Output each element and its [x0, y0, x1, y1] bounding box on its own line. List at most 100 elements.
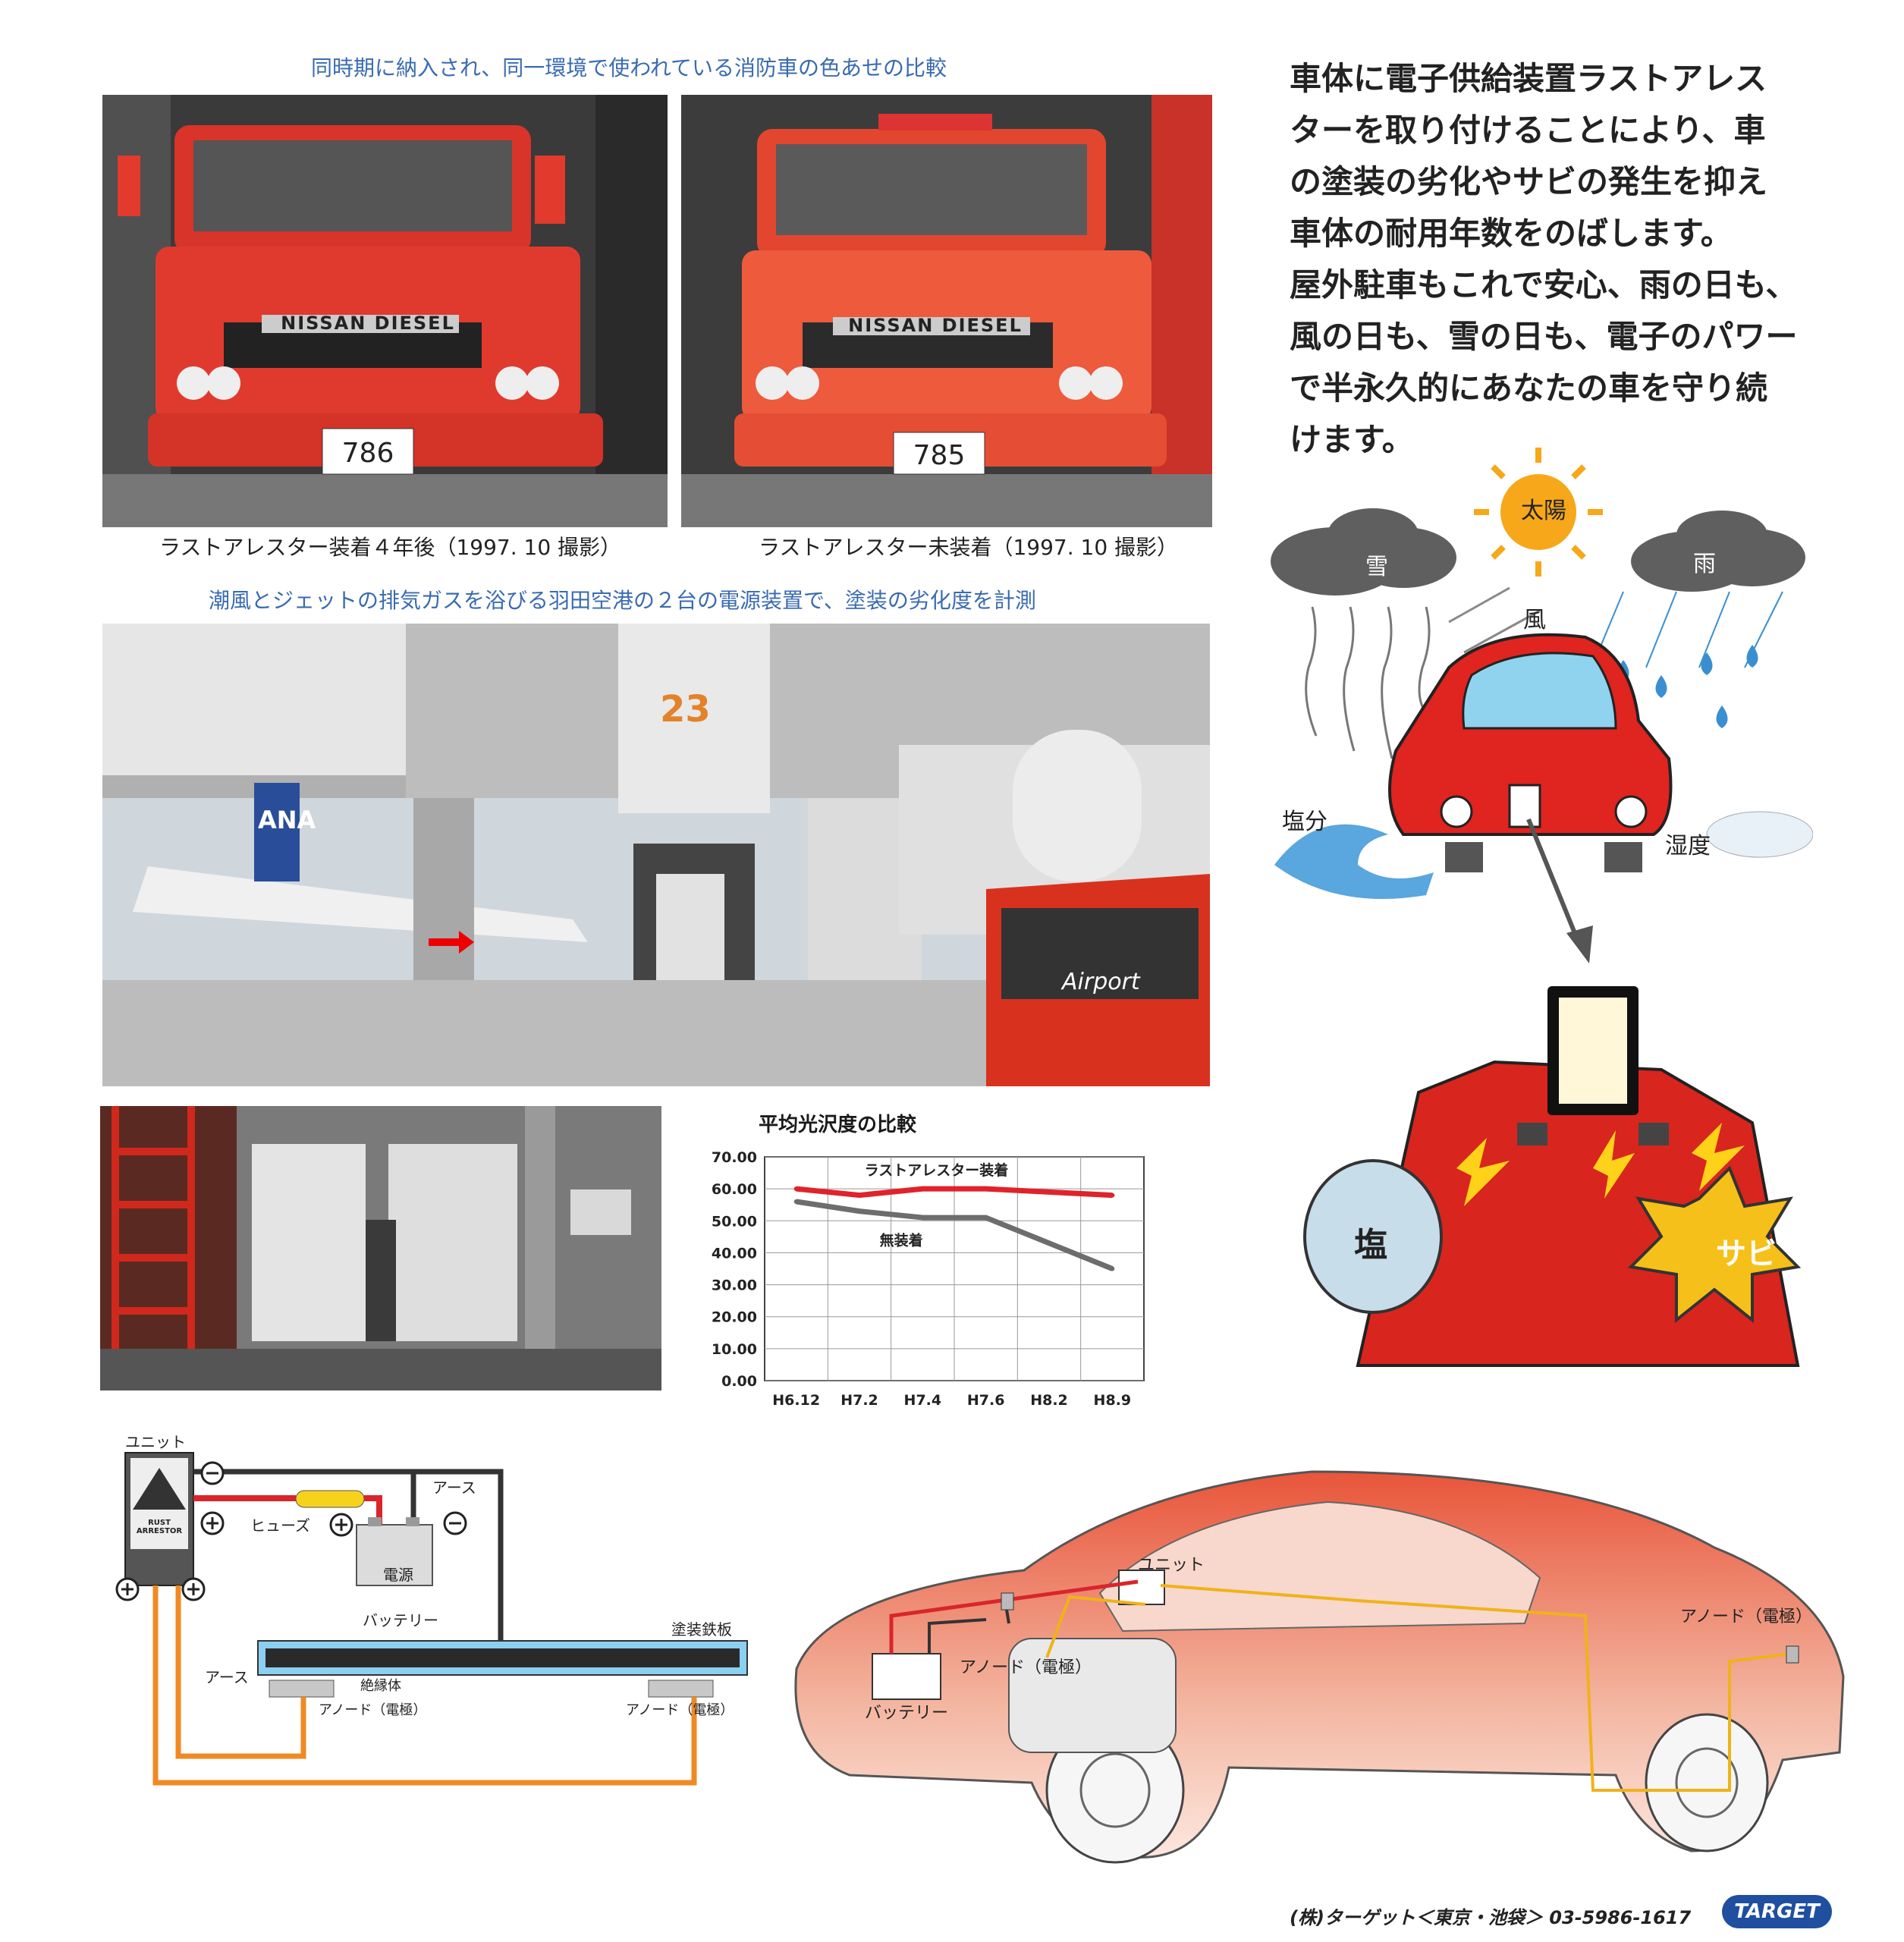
- power-units-photo: [100, 1106, 661, 1391]
- headline-line: で半永久的にあなたの車を守り続: [1290, 369, 1768, 407]
- salt-character-icon: [1303, 1159, 1443, 1314]
- snow-cloud-icon: [1271, 508, 1456, 595]
- car-anode-rear-icon: [1786, 1645, 1799, 1664]
- airport-photo: 23 Airport ANA: [102, 624, 1210, 1086]
- headline-line: の塗装の劣化やサビの発生を抑え: [1290, 163, 1768, 200]
- chart-point: [983, 1215, 988, 1221]
- chart-y-tick-label: 20.00: [712, 1309, 757, 1326]
- chart-series-label: 無装着: [880, 1232, 923, 1249]
- salt-label: 塩分: [1282, 809, 1327, 835]
- chart-y-tick-label: 40.00: [712, 1245, 757, 1262]
- plane-text: ANA: [258, 806, 316, 834]
- chart-point: [857, 1193, 862, 1198]
- fuse-label: ヒューズ: [250, 1516, 310, 1535]
- chart-title: 平均光沢度の比較: [759, 1114, 917, 1136]
- chart-point: [793, 1199, 799, 1204]
- battery-label: バッテリー: [363, 1611, 438, 1629]
- chart-y-tick-label: 0.00: [721, 1373, 757, 1390]
- gloss-chart: 0.00 10.00 20.00 30.00 40.00 50.00 60.00 70.00H…: [712, 1149, 1145, 1409]
- truck-left-plate: 786: [341, 438, 394, 469]
- anode-right-label: アノード（電極）: [626, 1702, 734, 1718]
- insulator-label: 絶縁体: [360, 1678, 401, 1694]
- truck-right-brand: NISSAN DIESEL: [848, 315, 1023, 336]
- chart-series-line: [796, 1186, 1113, 1199]
- fuse-icon: [295, 1490, 365, 1508]
- rust-character-text: サビ: [1716, 1237, 1777, 1271]
- red-car-icon: [1388, 633, 1673, 872]
- anode-left-label: アノード（電極）: [319, 1702, 427, 1718]
- chart-point: [920, 1186, 925, 1192]
- headline-line: 風の日も、雪の日も、電子のパワー: [1290, 318, 1798, 355]
- chart-point: [1047, 1189, 1051, 1195]
- headline-line: けます。: [1290, 421, 1414, 458]
- chart-x-tick-label: H7.2: [840, 1392, 878, 1409]
- rain-label: 雨: [1693, 551, 1716, 577]
- top-caption: 同時期に納入され、同一環境で使われている消防車の色あせの比較: [311, 55, 947, 80]
- chart-y-tick-label: 50.00: [712, 1213, 757, 1230]
- anode-left-icon: [269, 1680, 335, 1698]
- arrow-down-icon: [1526, 818, 1593, 963]
- fire-truck-photo-right: NISSAN DIESEL 785: [681, 95, 1212, 527]
- headline-line: 車体の耐用年数をのばします。: [1290, 215, 1733, 252]
- sun-label: 太陽: [1521, 498, 1566, 524]
- polarity-icons: [115, 1461, 467, 1601]
- rain-cloud-icon: [1631, 511, 1805, 592]
- snow-lines: [1305, 606, 1431, 759]
- chart-y-tick-label: 60.00: [712, 1181, 757, 1198]
- unit-logo-icon: [133, 1468, 186, 1510]
- truck-left-caption: ラストアレスター装着４年後（1997. 10 撮影）: [159, 535, 622, 560]
- earth-top-label: アース: [432, 1478, 476, 1497]
- chart-point: [1047, 1240, 1051, 1246]
- footer-company: (株)ターゲット＜東京・池袋＞ 03-5986-1617: [1290, 1907, 1692, 1928]
- chart-x-tick-label: H7.4: [904, 1392, 942, 1409]
- rust-character-icon: [1627, 1165, 1802, 1324]
- salt-wave-icon: [1274, 824, 1434, 899]
- snow-label: 雪: [1365, 554, 1388, 580]
- battery-icon: [356, 1524, 433, 1586]
- chart-x-tick-label: H8.2: [1030, 1392, 1068, 1409]
- humidity-cloud-icon: [1706, 811, 1813, 858]
- gate-number: 23: [660, 688, 711, 731]
- bus-text: Airport: [1062, 969, 1140, 995]
- headline: 車体に電子供給装置ラストアレス ターを取り付けることにより、車 の塗装の劣化やサ…: [1290, 53, 1866, 466]
- chart-y-tick-label: 10.00: [712, 1341, 757, 1358]
- chart-point: [793, 1186, 799, 1192]
- chart-point: [857, 1208, 862, 1214]
- car-anode-front-icon: [1001, 1592, 1014, 1610]
- rust-arrestor-unit-icon: [1517, 986, 1669, 1145]
- chart-series-line: [796, 1199, 1114, 1271]
- truck-left-brand: NISSAN DIESEL: [281, 313, 455, 334]
- wiring-unit-label: ユニット: [125, 1433, 186, 1451]
- chart-y-tick-label: 70.00: [712, 1149, 757, 1166]
- chart-point: [1110, 1266, 1115, 1271]
- chart-point: [1110, 1193, 1115, 1198]
- wind-label: 風: [1523, 607, 1546, 633]
- sun-icon: [1474, 448, 1603, 577]
- chart-x-tick-label: H7.6: [967, 1392, 1005, 1409]
- salt-character-text: 塩: [1354, 1226, 1387, 1265]
- anode-right-icon: [648, 1680, 714, 1698]
- headline-line: ターを取り付けることにより、車: [1290, 112, 1766, 149]
- chart-y-tick-label: 30.00: [712, 1277, 757, 1294]
- wiring-diagram: [115, 1452, 748, 1786]
- chart-series-label: ラストアレスター装着: [865, 1161, 1009, 1179]
- fire-truck-photo-left: NISSAN DIESEL 786: [102, 95, 668, 527]
- headline-line: 車体に電子供給装置ラストアレス: [1290, 60, 1767, 97]
- car-battery-label: バッテリー: [865, 1704, 949, 1723]
- chart-x-tick-label: H6.12: [772, 1392, 820, 1409]
- car-battery-icon: [872, 1653, 941, 1700]
- airport-caption: 潮風とジェットの排気ガスを浴びる羽田空港の２台の電源装置で、塗装の劣化度を計測: [209, 588, 1036, 613]
- truck-right-plate: 785: [913, 440, 966, 471]
- painted-plate-label: 塗装鉄板: [671, 1620, 732, 1639]
- chart-point: [983, 1186, 988, 1192]
- humidity-label: 湿度: [1665, 833, 1711, 859]
- target-logo: TARGET: [1722, 1895, 1832, 1928]
- earth-left-label: アース: [205, 1668, 249, 1686]
- unit-logo-text: RUST ARRESTOR: [136, 1519, 183, 1535]
- car-anode-rear-label: アノード（電極）: [1680, 1607, 1813, 1626]
- weather-car-illustration: [1271, 448, 1813, 1367]
- chart-point: [920, 1215, 925, 1221]
- power-label: 電源: [383, 1566, 413, 1584]
- chart-x-tick-label: H8.9: [1094, 1392, 1132, 1409]
- headline-line: 屋外駐車もこれで安心、雨の日も、: [1290, 266, 1798, 303]
